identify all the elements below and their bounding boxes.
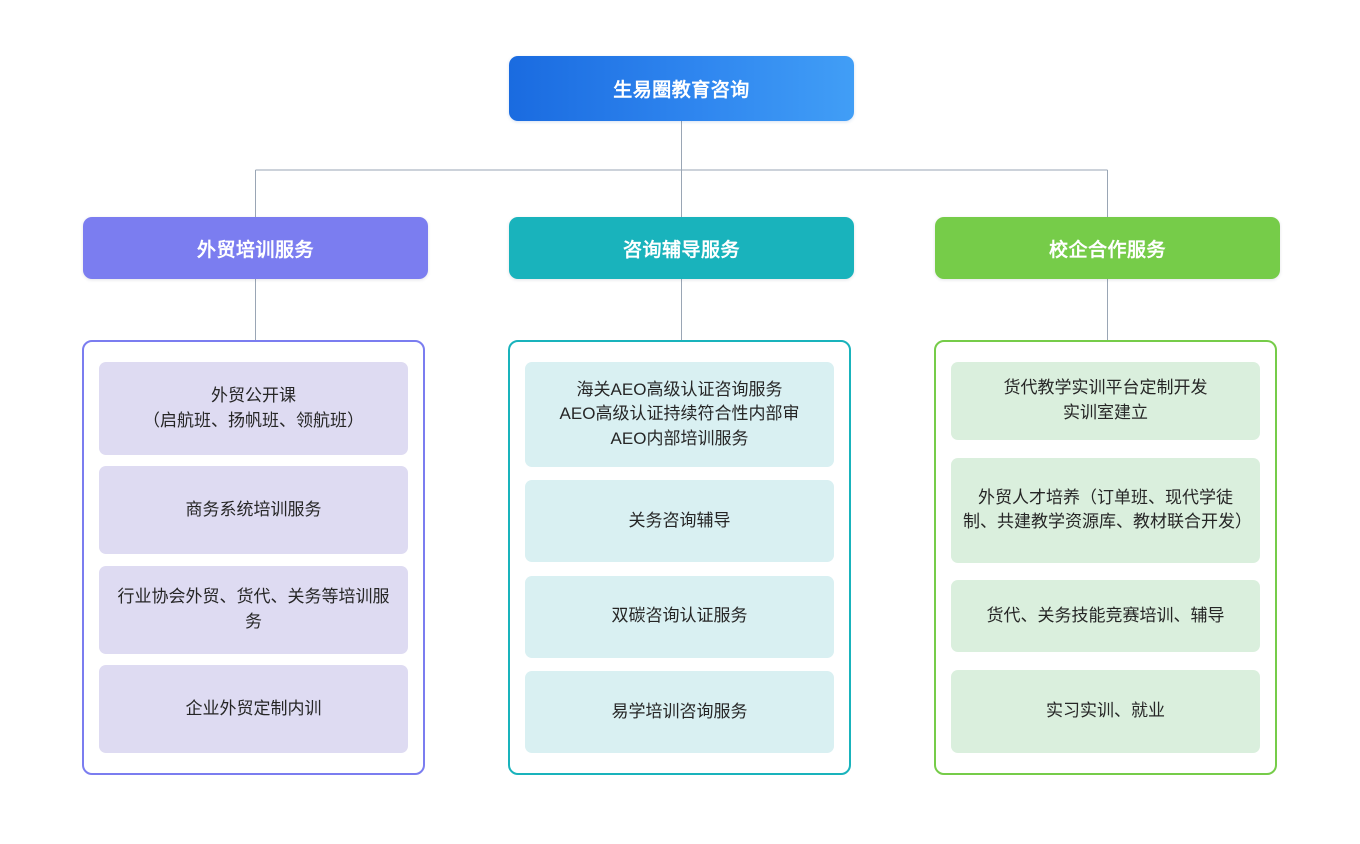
branch-header-label: 校企合作服务 [1048,239,1166,261]
branch-header-consulting-coaching[interactable]: 咨询辅导服务 [509,217,854,279]
branch-header-school-enterprise[interactable]: 校企合作服务 [935,217,1280,279]
leaf-card[interactable]: 货代教学实训平台定制开发 实训室建立 [951,362,1260,440]
leaf-card-label: 双碳咨询认证服务 [611,606,748,626]
branch-header-label: 外贸培训服务 [196,239,314,261]
leaf-card[interactable]: 外贸公开课 （启航班、扬帆班、领航班） [99,362,408,455]
root-node[interactable]: 生易圈教育咨询 [509,56,854,121]
leaf-card[interactable]: 货代、关务技能竞赛培训、辅导 [951,580,1260,653]
leaf-card-label: 货代教学实训平台定制开发 实训室建立 [1003,378,1208,422]
leaf-card-label: 关务咨询辅导 [628,511,731,530]
leaf-card[interactable]: 行业协会外贸、货代、关务等培训服务 [99,565,408,654]
branch-panel-consulting-coaching: 海关AEO高级认证咨询服务 AEO高级认证持续符合性内部审 AEO内部培训服务 … [508,340,851,775]
leaf-card-label: 外贸人才培养（订单班、现代学徒制、共建教学资源库、教材联合开发） [963,487,1252,532]
branch-header-label: 咨询辅导服务 [622,239,740,261]
leaf-card-label: 外贸公开课 （启航班、扬帆班、领航班） [143,385,364,430]
leaf-card-label: 海关AEO高级认证咨询服务 AEO高级认证持续符合性内部审 AEO内部培训服务 [559,379,800,448]
leaf-card[interactable]: 关务咨询辅导 [525,480,834,563]
leaf-card-label: 商务系统培训服务 [185,500,322,519]
branch-panel-foreign-trade-training: 外贸公开课 （启航班、扬帆班、领航班） 商务系统培训服务 行业协会外贸、货代、关… [82,340,425,775]
leaf-card-label: 易学培训咨询服务 [611,701,748,721]
leaf-card-label: 货代、关务技能竞赛培训、辅导 [986,605,1225,625]
branch-panel-school-enterprise: 货代教学实训平台定制开发 实训室建立 外贸人才培养（订单班、现代学徒制、共建教学… [934,340,1277,775]
leaf-card[interactable]: 易学培训咨询服务 [525,670,834,753]
leaf-card-label: 实习实训、就业 [1046,701,1165,721]
leaf-card-label: 行业协会外贸、货代、关务等培训服务 [117,587,390,631]
leaf-card-label: 企业外贸定制内训 [185,698,322,718]
leaf-card[interactable]: 商务系统培训服务 [99,466,408,555]
leaf-card[interactable]: 外贸人才培养（订单班、现代学徒制、共建教学资源库、教材联合开发） [951,457,1260,563]
branch-header-foreign-trade-training[interactable]: 外贸培训服务 [83,217,428,279]
leaf-card[interactable]: 双碳咨询认证服务 [525,575,834,658]
root-node-label: 生易圈教育咨询 [613,80,750,101]
leaf-card[interactable]: 企业外贸定制内训 [99,664,408,753]
leaf-card[interactable]: 海关AEO高级认证咨询服务 AEO高级认证持续符合性内部审 AEO内部培训服务 [525,362,834,467]
leaf-card[interactable]: 实习实训、就业 [951,669,1260,753]
